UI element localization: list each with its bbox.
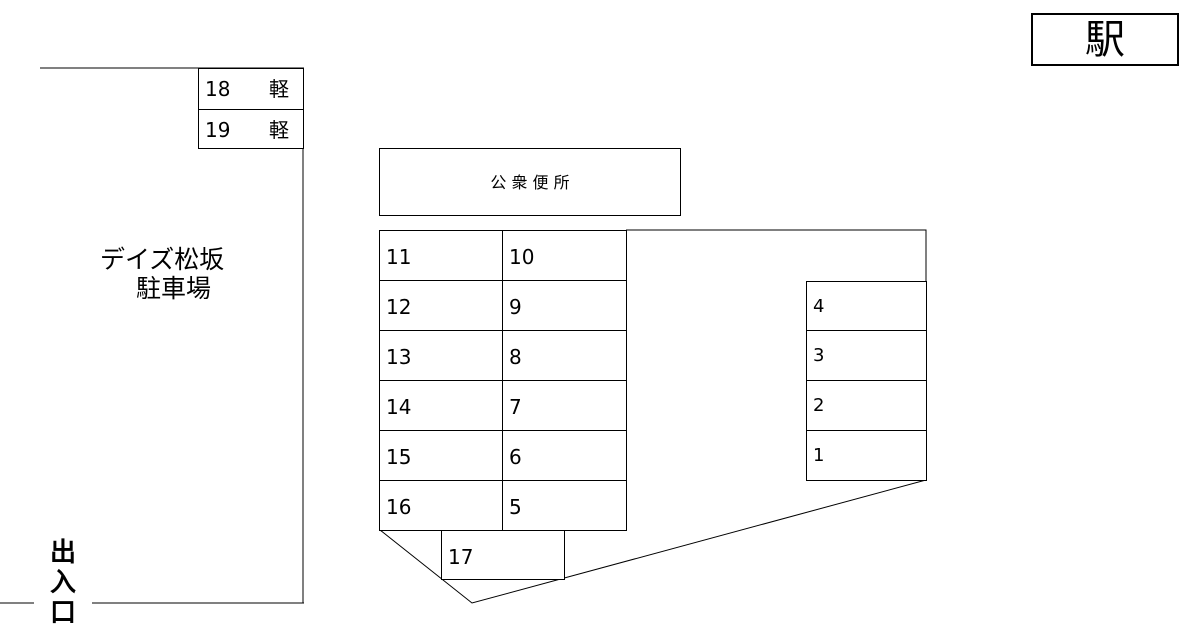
parking-slot-6: 6: [502, 430, 627, 481]
parking-slot-11: 11: [379, 230, 503, 281]
entrance-char-3: 口: [50, 598, 77, 628]
parking-slot-16: 16: [379, 480, 503, 531]
lot-name-line2: 駐車場: [136, 274, 212, 303]
parking-slot-12: 12: [379, 280, 503, 331]
slot-number: 13: [386, 345, 412, 369]
slot-number: 2: [813, 395, 825, 416]
slot-type: 軽: [269, 77, 289, 101]
slot-number: 16: [386, 495, 412, 519]
lot-name-line1: デイズ松坂: [100, 245, 225, 274]
parking-slot-3: 3: [806, 330, 927, 381]
slot-number: 10: [509, 245, 535, 269]
parking-slot-10: 10: [502, 230, 627, 281]
entrance-char-1: 出: [50, 538, 77, 568]
slot-number: 8: [509, 345, 522, 369]
toilet-label: 公 衆 便 所: [490, 173, 570, 192]
parking-slot-2: 2: [806, 380, 927, 431]
parking-slot-13: 13: [379, 330, 503, 381]
station-label: 駅: [1085, 17, 1125, 63]
parking-slot-4: 4: [806, 281, 927, 331]
parking-slot-8: 8: [502, 330, 627, 381]
parking-slot-14: 14: [379, 380, 503, 431]
station-box: 駅: [1031, 13, 1179, 66]
slot-number: 14: [386, 395, 412, 419]
slot-number: 5: [509, 495, 522, 519]
parking-slot-5: 5: [502, 480, 627, 531]
slot-number: 19: [205, 118, 231, 142]
slot-number: 9: [509, 295, 522, 319]
entrance-char-2: 入: [50, 568, 77, 598]
parking-slot-19: 19 軽: [198, 109, 304, 149]
slot-number: 3: [813, 345, 825, 366]
parking-slot-7: 7: [502, 380, 627, 431]
slot-number: 18: [205, 77, 231, 101]
parking-slot-9: 9: [502, 280, 627, 331]
parking-slot-1: 1: [806, 430, 927, 481]
parking-slot-17: 17: [441, 530, 565, 580]
slot-number: 12: [386, 295, 412, 319]
slot-number: 6: [509, 445, 522, 469]
slot-number: 15: [386, 445, 412, 469]
parking-slot-18: 18 軽: [198, 68, 304, 110]
parking-slot-15: 15: [379, 430, 503, 481]
slot-number: 7: [509, 395, 522, 419]
slot-number: 4: [813, 296, 825, 317]
public-toilet: 公 衆 便 所: [379, 148, 681, 216]
slot-type: 軽: [269, 118, 289, 142]
slot-number: 17: [448, 545, 474, 569]
slot-number: 1: [813, 445, 825, 466]
slot-number: 11: [386, 245, 412, 269]
